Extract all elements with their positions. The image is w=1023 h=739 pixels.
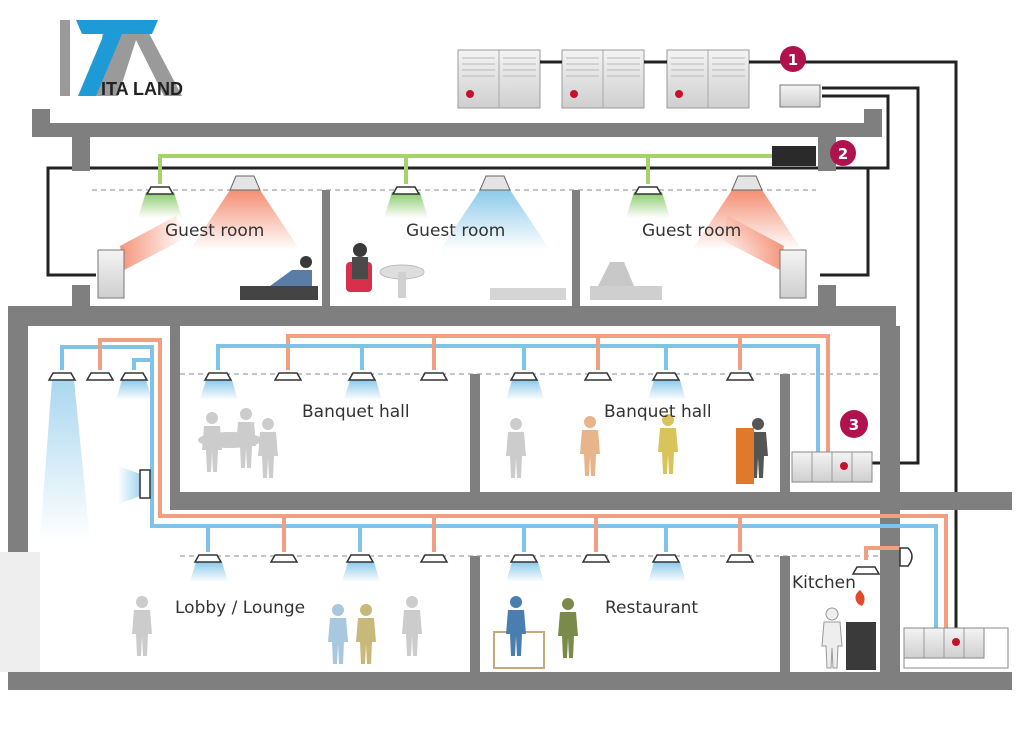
- logo-bar-shape: [60, 20, 70, 96]
- outdoor-units: [457, 49, 821, 109]
- ceiling-cassette-icon: [510, 372, 538, 381]
- room-label-kitchen: Kitchen: [792, 573, 856, 593]
- air-ducts: [60, 334, 948, 630]
- seated-person-icon: [658, 414, 678, 474]
- person-silhouette-icon: [258, 418, 278, 478]
- ceiling-cassette-icon: [634, 186, 662, 195]
- seated-person-head-icon: [353, 243, 367, 257]
- air-handling-unit-icon: [791, 451, 873, 483]
- seated-person-icon: [352, 257, 368, 279]
- lower-floor-people: [132, 408, 876, 670]
- lower-floor-airflow: [40, 380, 686, 582]
- wall-console-unit-icon: [97, 249, 125, 299]
- podium-icon: [736, 428, 754, 484]
- resting-person-head-icon: [300, 256, 312, 268]
- chef-icon: [821, 607, 843, 669]
- table-leg-icon: [398, 272, 406, 298]
- guest-room-airflow: [120, 190, 802, 270]
- flame-icon: [855, 590, 865, 606]
- seated-woman-icon: [580, 416, 600, 476]
- room-label-lobby-lounge: Lobby / Lounge: [175, 598, 305, 618]
- marker-3: 3: [840, 410, 868, 438]
- heat-recovery-box-icon: [779, 84, 821, 108]
- ceiling-cassette-icon: [510, 554, 538, 563]
- stove-icon: [846, 622, 876, 670]
- marker-1-number: 1: [788, 51, 798, 69]
- outdoor-unit-icon: [457, 49, 541, 109]
- empty-bed-icon: [490, 288, 566, 300]
- diner-person-icon: [506, 596, 526, 656]
- building-structure: [8, 109, 1012, 690]
- ceiling-cassette-icon: [726, 554, 754, 563]
- resting-person-icon: [598, 262, 634, 286]
- person-silhouette-icon: [402, 596, 422, 656]
- ventilation-duct: [158, 154, 772, 184]
- four-way-cassette-icon: [229, 175, 261, 191]
- marker-1: 1: [780, 46, 806, 72]
- guest-room-units: [97, 175, 807, 299]
- ceiling-cassette-icon: [274, 372, 302, 381]
- marker-2: 2: [830, 140, 856, 166]
- wall-diffuser-icon: [899, 547, 913, 567]
- adjacent-building-faded: [0, 552, 40, 672]
- ceiling-cassette-icon: [420, 554, 448, 563]
- ceiling-cassette-icon: [86, 372, 114, 381]
- room-label-guest-room: Guest room: [406, 221, 505, 241]
- marker-2-number: 2: [838, 145, 848, 163]
- logo-blue-shape: [76, 20, 158, 96]
- kitchen-hood-cassette-icon: [852, 566, 880, 575]
- business-person-icon: [356, 604, 376, 664]
- ceiling-cassette-icon: [652, 554, 680, 563]
- marker-3-number: 3: [849, 416, 859, 434]
- bed-icon: [240, 286, 318, 300]
- room-label-guest-room: Guest room: [642, 221, 741, 241]
- air-handling-unit-icon: [903, 627, 985, 659]
- lower-floor-cassettes: [48, 372, 913, 575]
- ceiling-cassette-icon: [346, 554, 374, 563]
- person-silhouette-icon: [132, 596, 152, 656]
- ceiling-cassette-icon: [420, 372, 448, 381]
- ceiling-cassette-icon: [582, 554, 610, 563]
- room-label-guest-room: Guest room: [165, 221, 264, 241]
- ceiling-cassette-icon: [584, 372, 612, 381]
- room-label-banquet-hall: Banquet hall: [302, 402, 410, 422]
- room-label-banquet-hall: Banquet hall: [604, 402, 712, 422]
- four-way-cassette-icon: [479, 175, 511, 191]
- ceiling-cassette-icon: [120, 372, 148, 381]
- outdoor-unit-icon: [561, 49, 645, 109]
- wall-console-unit-icon: [779, 249, 807, 299]
- ita-land-logo: ITA LAND: [60, 20, 183, 99]
- person-silhouette-icon: [506, 418, 526, 478]
- ceiling-lines: [92, 189, 880, 557]
- ceiling-cassette-icon: [270, 554, 298, 563]
- ceiling-cassette-icon: [652, 372, 680, 381]
- ceiling-cassette-icon: [348, 372, 376, 381]
- ventilation-unit-icon: [772, 146, 816, 166]
- outdoor-unit-icon: [666, 49, 750, 109]
- logo-text: ITA LAND: [101, 79, 183, 99]
- bed-icon: [590, 286, 662, 300]
- ceiling-cassette-icon: [726, 372, 754, 381]
- ceiling-cassette-icon: [48, 372, 76, 381]
- person-silhouette-icon: [236, 408, 256, 468]
- guest-room-furniture: [240, 243, 662, 300]
- resting-person-icon: [270, 270, 312, 286]
- ceiling-cassette-icon: [146, 186, 174, 195]
- four-way-cassette-icon: [731, 175, 763, 191]
- wall-diffuser-icon: [139, 469, 151, 499]
- ceiling-cassette-icon: [194, 554, 222, 563]
- air-handling-units: [791, 451, 1009, 669]
- ceiling-cassette-icon: [204, 372, 232, 381]
- diner-person-icon: [558, 598, 578, 658]
- ahu-casing-icon: [903, 627, 1009, 669]
- ceiling-cassette-icon: [392, 186, 420, 195]
- business-person-icon: [328, 604, 348, 664]
- room-label-restaurant: Restaurant: [605, 598, 698, 618]
- person-silhouette-icon: [202, 412, 222, 472]
